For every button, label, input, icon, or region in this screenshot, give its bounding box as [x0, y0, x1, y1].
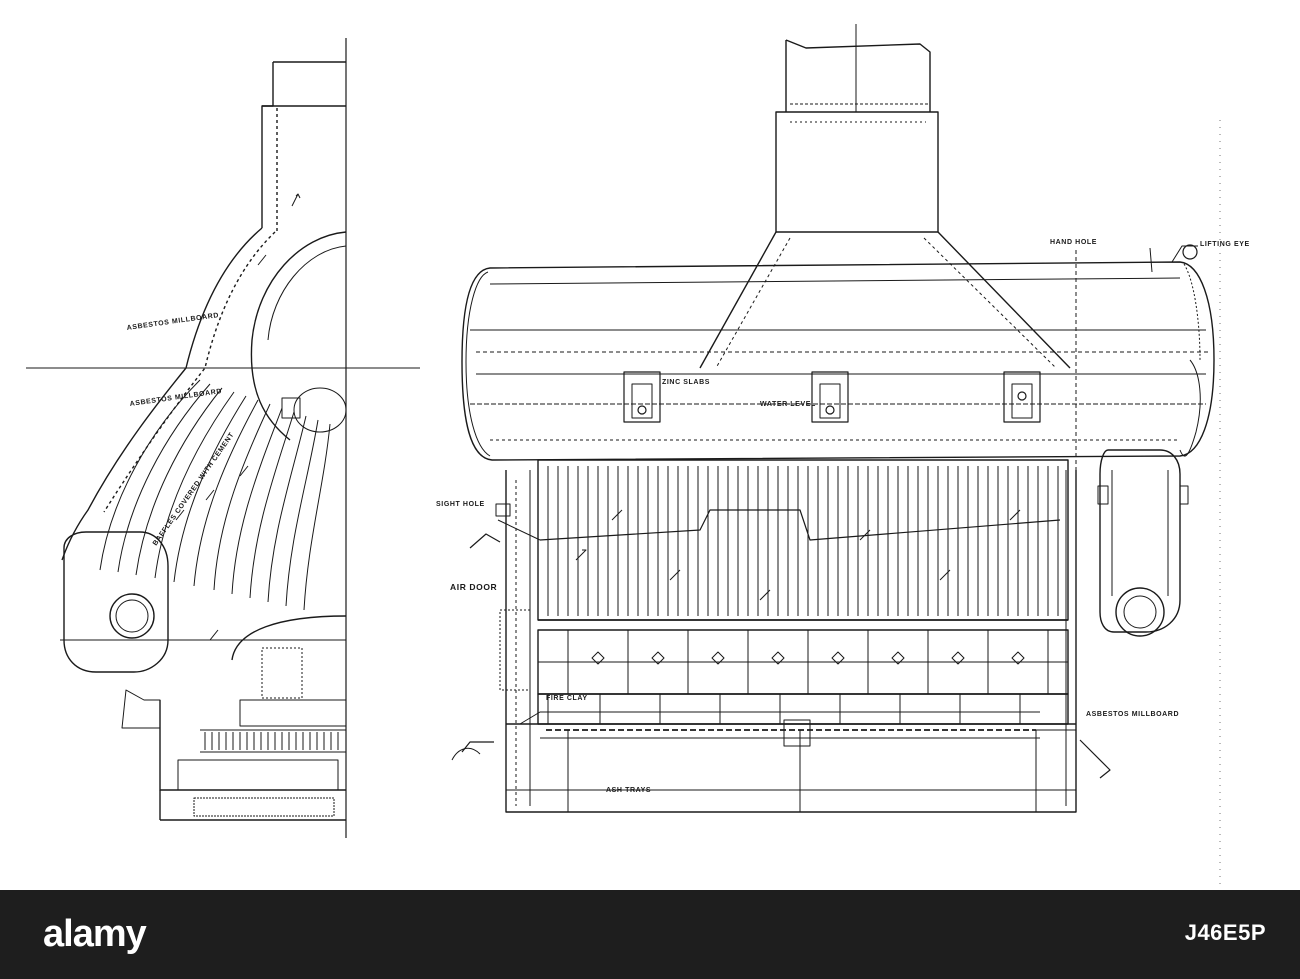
alamy-logo: alamy [43, 913, 147, 955]
label-ash-trays: ASH TRAYS [606, 787, 651, 794]
label-zinc-slabs: ZINC SLABS [662, 379, 710, 386]
label-water-level: WATER LEVEL [760, 401, 816, 408]
end-section-view [26, 38, 420, 838]
image-id: J46E5P [1184, 920, 1266, 945]
label-asbestos-millboard-rear: ASBESTOS MILLBOARD [1086, 711, 1179, 718]
label-fire-clay: FIRE CLAY [546, 695, 588, 702]
watermark-bar: alamy J46E5P [0, 890, 1300, 979]
label-lifting-eye: LIFTING EYE [1200, 241, 1250, 248]
label-hand-hole: HAND HOLE [1050, 239, 1097, 246]
boiler-drawing: ASBESTOS MILLBOARD ASBESTOS MILLBOARD BA… [26, 24, 1250, 890]
drawing-area: ASBESTOS MILLBOARD ASBESTOS MILLBOARD BA… [26, 24, 1250, 890]
label-sight-hole: SIGHT HOLE [436, 501, 485, 508]
side-elevation-view [451, 24, 1221, 890]
label-asbestos-millboard-side: ASBESTOS MILLBOARD [126, 312, 219, 332]
label-air-door: AIR DOOR [450, 582, 497, 592]
